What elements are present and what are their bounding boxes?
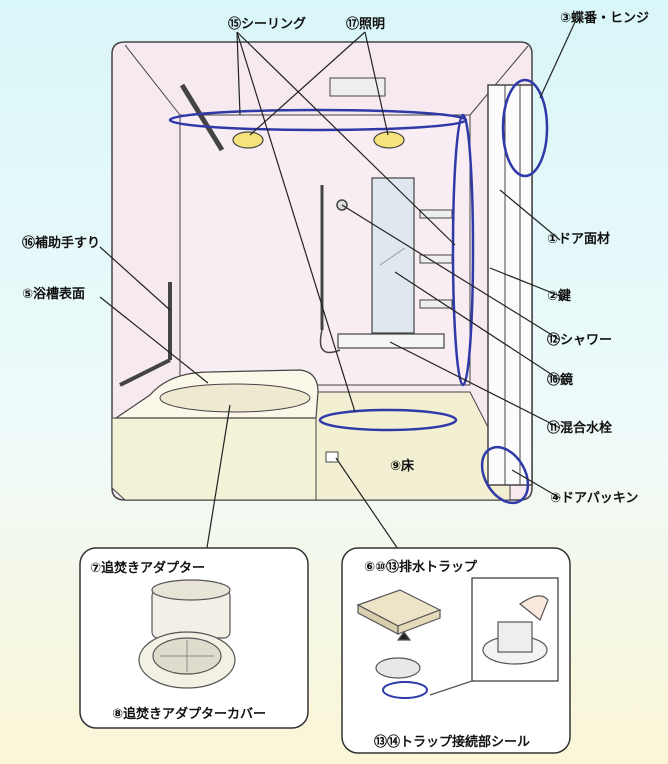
label-handrail: ⑯補助手すり: [22, 235, 100, 251]
leader-lines: [99, 21, 576, 561]
label-door-panel: ①ドア面材: [547, 231, 610, 247]
floor-seal-mark: [318, 408, 458, 432]
label-ceiling: ⑮シーリング: [228, 16, 306, 32]
highlight-marks: [168, 78, 549, 505]
light-right: [373, 131, 405, 149]
floor-area: [111, 417, 317, 501]
label-reheat-adapter: ⑦追焚きアダプター: [90, 560, 205, 576]
counter: [337, 333, 445, 349]
label-bathtub-surface: ⑤浴槽表面: [22, 286, 85, 302]
callout-labels: ⑮シーリング ⑰照明 ③蝶番・ヒンジ ①ドア面材 ⑯補助手すり ⑤浴槽表面 ②鍵…: [22, 10, 649, 750]
hinge-mark: [501, 78, 549, 178]
door: [487, 84, 533, 486]
light-left: [232, 131, 264, 149]
label-door-packing: ④ドアパッキン: [550, 491, 638, 506]
label-shower: ⑫シャワー: [547, 332, 612, 348]
label-mirror: ⑯鏡: [547, 372, 573, 388]
label-drain-trap: ⑥⑩⑬排水トラップ: [364, 559, 478, 575]
shelf: [419, 209, 453, 219]
trap-illustration: [356, 577, 559, 699]
mirror-panel: [371, 177, 415, 334]
room-illustration: [111, 41, 533, 501]
label-reheat-adapter-cover: ⑧追焚きアダプターカバー: [112, 706, 266, 722]
label-trap-seal: ⑬⑭トラップ接続部シール: [374, 734, 530, 750]
label-lighting: ⑰照明: [346, 16, 385, 32]
label-floor: ⑨床: [390, 458, 415, 474]
wall-seal-mark: [451, 113, 475, 387]
adapter-illustration: [138, 579, 236, 689]
label-mixer-faucet: ⑪混合水栓: [547, 420, 612, 436]
label-hinge: ③蝶番・ヒンジ: [560, 10, 649, 26]
label-lock: ②鍵: [547, 288, 571, 304]
handrail-diagonal: [119, 358, 171, 387]
packing-mark: [480, 445, 530, 505]
